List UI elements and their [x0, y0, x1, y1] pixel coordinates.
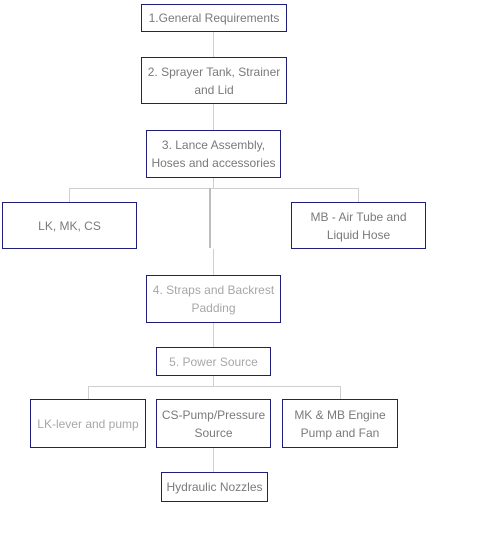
node-lance-assembly: 3. Lance Assembly, Hoses and accessories	[146, 130, 281, 178]
connector-line	[69, 188, 70, 203]
node-label: LK, MK, CS	[38, 218, 101, 233]
node-cs-pump: CS-Pump/Pressure Source	[156, 399, 271, 448]
connector-line	[358, 188, 359, 203]
node-label: Hydraulic Nozzles	[166, 480, 263, 494]
node-label: 4. Straps and Backrest Padding	[152, 283, 275, 315]
node-general-requirements: 1.General Requirements	[141, 4, 287, 32]
connector-line	[213, 249, 214, 276]
node-hydraulic-nozzles: Hydraulic Nozzles	[161, 472, 268, 502]
node-sprayer-tank: 2. Sprayer Tank, Strainer and Lid	[141, 57, 287, 104]
node-lk-mk-cs: LK, MK, CS	[2, 202, 137, 249]
node-label: 3. Lance Assembly, Hoses and accessories	[151, 138, 276, 170]
node-label: MB - Air Tube and Liquid Hose	[310, 209, 407, 242]
connector-line	[213, 448, 214, 473]
connector-line	[213, 375, 214, 387]
node-mb-air-tube: MB - Air Tube and Liquid Hose	[291, 202, 426, 249]
connector-line	[213, 31, 214, 58]
node-label: CS-Pump/Pressure Source	[161, 407, 266, 440]
node-label: MK & MB Engine Pump and Fan	[294, 407, 386, 440]
connector-line	[88, 386, 89, 400]
connector-line	[213, 104, 214, 131]
connector-line	[340, 386, 341, 400]
node-label: 1.General Requirements	[148, 11, 280, 25]
node-power-source: 5. Power Source	[156, 347, 271, 376]
node-label: 2. Sprayer Tank, Strainer and Lid	[147, 64, 281, 97]
node-lk-lever: LK-lever and pump	[30, 399, 146, 448]
connector-line	[213, 322, 214, 348]
node-mk-mb-engine: MK & MB Engine Pump and Fan	[282, 399, 398, 448]
connector-line	[88, 386, 341, 387]
connector-line	[213, 178, 214, 189]
connector-line	[69, 188, 359, 189]
connector-line	[209, 188, 211, 248]
node-label: LK-lever and pump	[37, 416, 139, 431]
node-label: 5. Power Source	[169, 354, 258, 369]
node-straps: 4. Straps and Backrest Padding	[146, 275, 281, 323]
